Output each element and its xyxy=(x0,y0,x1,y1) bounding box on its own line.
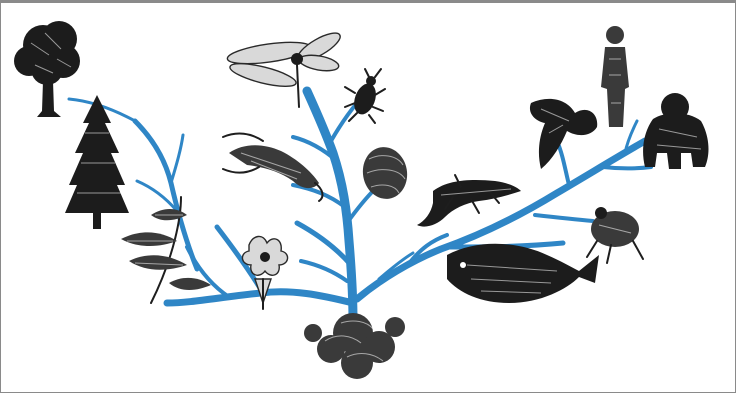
human-illustration xyxy=(601,26,629,127)
root-colony-illustration xyxy=(304,313,405,379)
dragonfly-illustration xyxy=(226,28,344,107)
tree-branch xyxy=(171,135,183,183)
frog-branch xyxy=(535,215,593,221)
shell-illustration xyxy=(359,144,411,203)
shell-branch xyxy=(347,189,375,223)
fish-illustration xyxy=(447,244,599,303)
bird-branch xyxy=(557,141,569,185)
mid-left-branch xyxy=(297,223,351,265)
frog-illustration xyxy=(587,207,643,263)
insect-left-branch xyxy=(293,185,345,207)
beetle-illustration xyxy=(345,69,385,123)
mammal-branch xyxy=(603,167,651,169)
conifer-illustration xyxy=(65,95,129,229)
fern-illustration xyxy=(121,197,211,303)
broadleaf-tree-illustration xyxy=(14,21,80,117)
gorilla-illustration xyxy=(643,93,708,169)
plant-upper-branch xyxy=(135,121,197,269)
beetle-branch xyxy=(331,103,357,141)
tree-of-life-diagram xyxy=(1,3,735,393)
lower-left-branch xyxy=(301,261,347,281)
